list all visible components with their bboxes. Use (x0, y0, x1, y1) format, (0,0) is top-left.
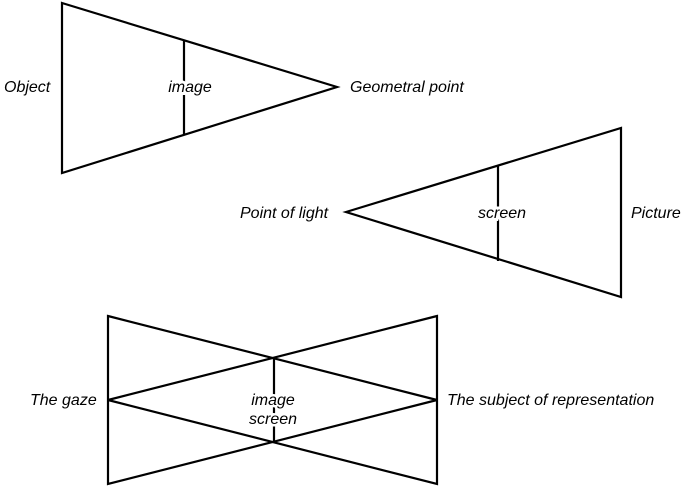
geometral-point-label: Geometral point (350, 79, 464, 96)
diagram-geometral-point: Object image Geometral point (4, 1, 464, 175)
diagram-point-of-light: Point of light screen Picture (240, 126, 681, 299)
image-label: image (168, 79, 212, 96)
gaze-label: The gaze (30, 392, 97, 409)
point-of-light-label: Point of light (240, 205, 329, 222)
diagram-gaze-subject: The gaze image screen The subject of rep… (30, 314, 654, 486)
object-label: Object (4, 79, 51, 96)
image-screen-label-top: image (251, 392, 295, 409)
triangle-subject-right (107, 314, 439, 486)
subject-of-representation-label: The subject of representation (447, 392, 654, 409)
triangle-object-to-point (60, 1, 341, 175)
image-screen-label-bottom: screen (249, 411, 297, 428)
picture-label: Picture (631, 205, 681, 222)
screen-label: screen (478, 205, 526, 222)
triangle-light-to-picture (342, 126, 623, 299)
